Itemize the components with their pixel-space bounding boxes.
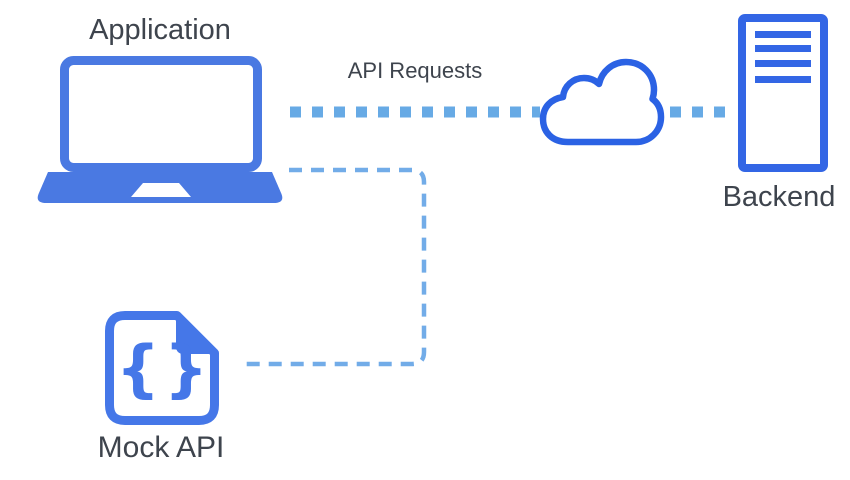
server-icon [738, 14, 828, 172]
mock-api-label: Mock API [97, 431, 225, 464]
mock-api-file-icon: {} [105, 311, 219, 425]
api-requests-label: API Requests [347, 58, 483, 83]
server-body [738, 14, 828, 172]
file-folded-corner [176, 314, 216, 354]
backend-label: Backend [722, 181, 836, 213]
server-bar [755, 45, 811, 52]
cloud-icon [539, 58, 665, 146]
laptop-screen [60, 56, 262, 172]
laptop-notch [131, 183, 191, 197]
server-bar [755, 31, 811, 38]
curly-braces-glyph: {} [116, 332, 212, 405]
server-bar [755, 76, 811, 83]
laptop-icon [37, 56, 283, 203]
application-label: Application [89, 14, 231, 46]
cloud-outline [539, 58, 665, 146]
server-bar [755, 60, 811, 67]
